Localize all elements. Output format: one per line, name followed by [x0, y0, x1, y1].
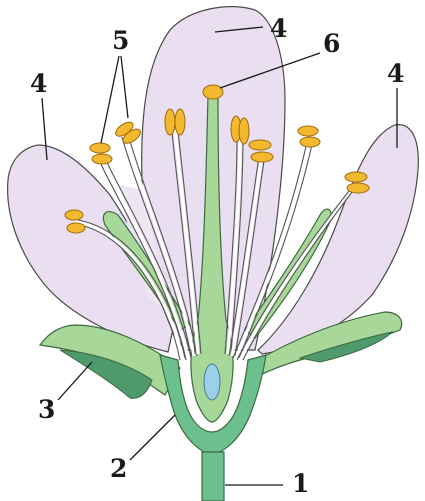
- label-pistil: 6: [323, 29, 340, 58]
- label-stamen: 5: [112, 26, 129, 55]
- stigma: [203, 85, 223, 99]
- ovule: [204, 364, 220, 400]
- label-petal-right: 4: [387, 59, 404, 88]
- anther: [231, 116, 249, 144]
- label-receptacle: 2: [110, 454, 127, 483]
- label-petal-top: 4: [270, 14, 287, 43]
- leader-sepal: [58, 362, 92, 400]
- label-stalk: 1: [292, 469, 309, 498]
- anther: [113, 118, 142, 147]
- label-petal-left: 4: [30, 69, 47, 98]
- label-sepal: 3: [38, 395, 55, 424]
- anther: [90, 143, 112, 164]
- leader-receptacle: [130, 415, 175, 460]
- stalk: [202, 452, 224, 501]
- anther: [298, 126, 320, 147]
- leader-stamen-b: [121, 56, 128, 118]
